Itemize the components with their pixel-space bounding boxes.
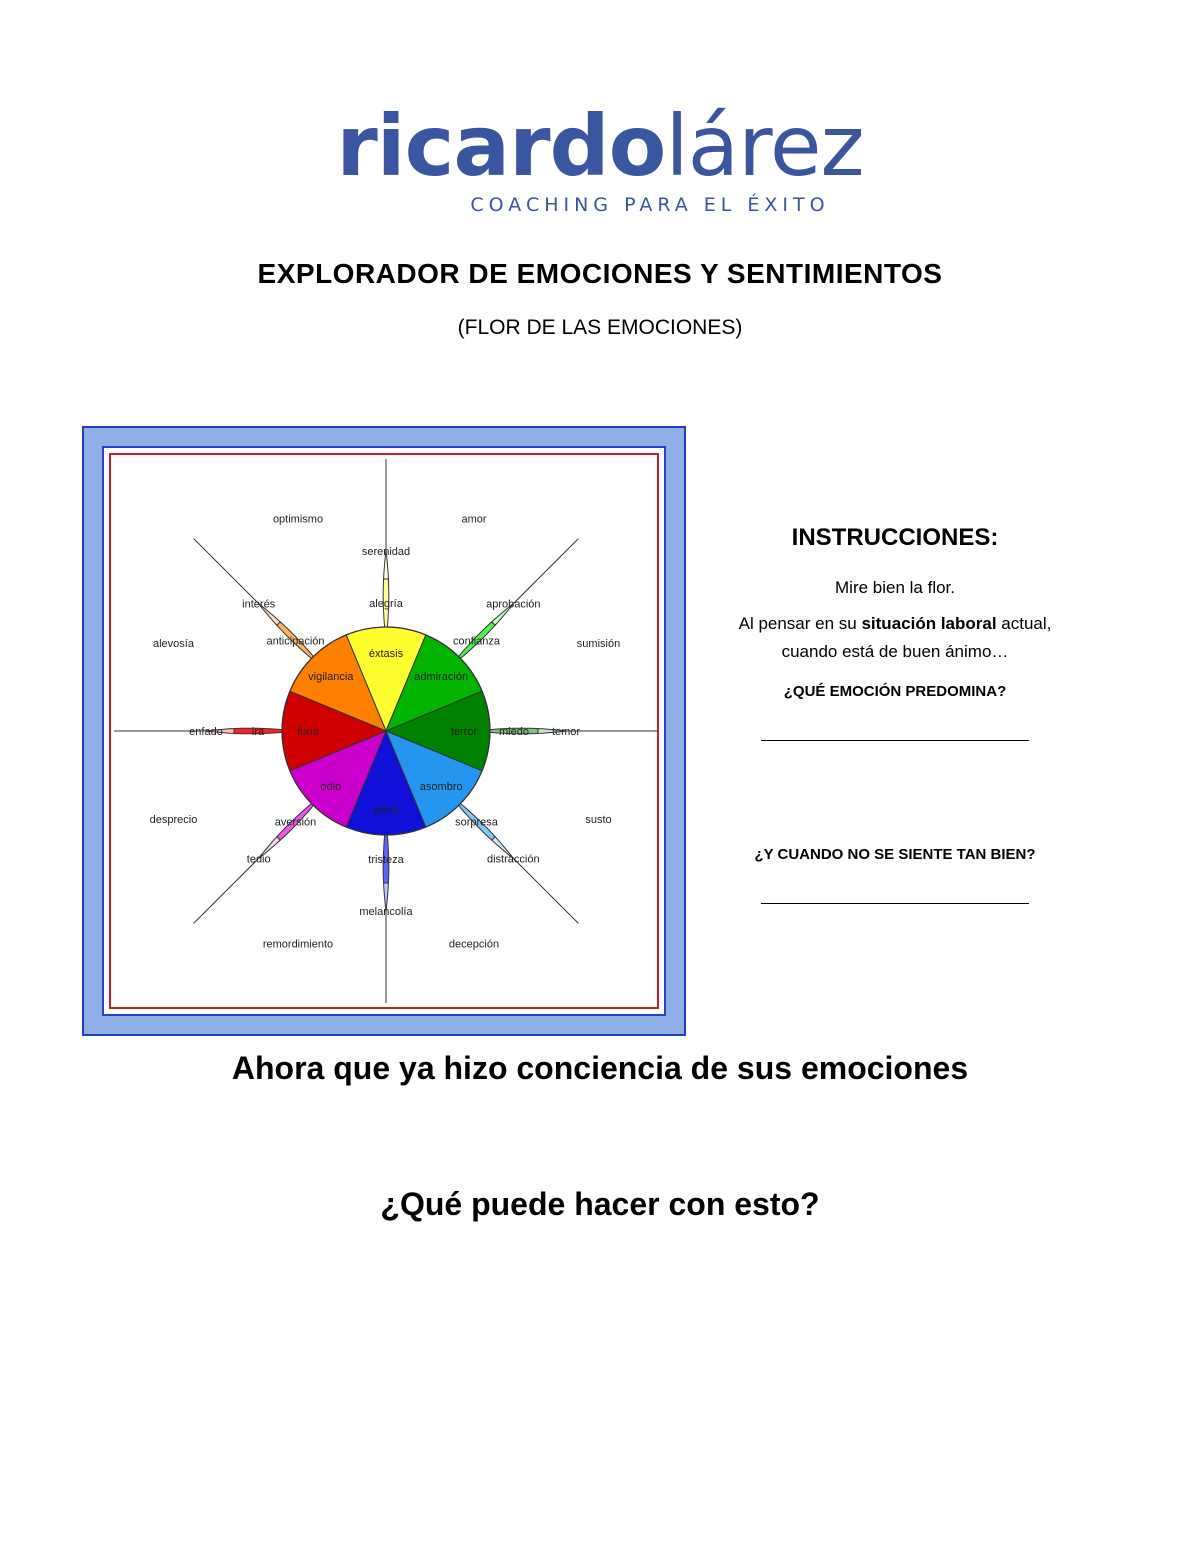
dyad-label: alevosía: [153, 638, 195, 650]
dyad-label: susto: [585, 814, 611, 826]
petal-segment-enfado: [176, 728, 235, 734]
dyad-label: decepción: [449, 939, 499, 951]
petal-label: furia: [297, 726, 319, 738]
instructions-line-1: Mire bien la flor.: [835, 578, 955, 597]
petal-label: serenidad: [362, 546, 410, 558]
petal-segment-aprobación: [491, 582, 535, 626]
answer-line-2[interactable]: [761, 903, 1029, 904]
petal-segment-interés: [237, 582, 281, 626]
petal-label: confianza: [453, 636, 501, 648]
petal-segment-distracción: [491, 836, 535, 880]
petal-label: distracción: [487, 853, 540, 865]
instructions-line-3: cuando está de buen ánimo…: [781, 642, 1009, 661]
heading-question: ¿Qué puede hacer con esto?: [380, 1186, 820, 1222]
dyad-label: amor: [461, 514, 486, 526]
petal-label: odio: [320, 781, 341, 793]
petal-segment-undefined: [193, 879, 238, 924]
petal-label: pena: [374, 804, 399, 816]
petal-label: melancolía: [359, 906, 413, 918]
instructions-panel: INSTRUCCIONES: Mire bien la flor. Al pen…: [700, 524, 1090, 904]
petal-label: enfado: [189, 726, 223, 738]
petal-label: éxtasis: [369, 648, 404, 660]
petal-label: asombro: [420, 781, 463, 793]
dyad-label: optimismo: [273, 514, 323, 526]
petal-label: tedio: [247, 853, 271, 865]
petal-label: aprobación: [486, 599, 540, 611]
dyad-label: desprecio: [150, 814, 198, 826]
instructions-line-2-bold: situación laboral: [861, 614, 997, 633]
petal-alegría: [345, 459, 427, 733]
instructions-line-2-post: actual,: [996, 614, 1052, 633]
petal-label: admiración: [414, 671, 468, 683]
answer-line-1[interactable]: [761, 740, 1029, 741]
petal-label: ira: [252, 726, 265, 738]
petal-label: interés: [242, 599, 276, 611]
petal-label: sorpresa: [455, 817, 499, 829]
logo-part1: ricardo: [336, 97, 666, 195]
dyad-label: sumisión: [577, 638, 620, 650]
flower-frame: éxtasis alegría serenidad admiración confian…: [82, 426, 686, 1036]
petal-label: temor: [552, 726, 580, 738]
petal-label: vigilancia: [308, 671, 354, 683]
petal-aversión: [193, 730, 387, 924]
petal-segment-serenidad: [383, 521, 389, 580]
instructions-line-2-pre: Al pensar en su: [738, 614, 862, 633]
petal-segment-undefined: [534, 538, 579, 583]
brand-logo: ricardolárez COACHING PARA EL ÉXITO: [0, 100, 1200, 216]
question-1: ¿QUÉ EMOCIÓN PREDOMINA?: [783, 683, 1007, 700]
petal-segment-tedio: [237, 836, 281, 880]
petal-label: tristeza: [368, 854, 404, 866]
instructions-line-2: Al pensar en su situación laboral actual…: [700, 610, 1090, 638]
petal-label: anticipación: [266, 636, 324, 648]
page-title: EXPLORADOR DE EMOCIONES Y SENTIMIENTOS: [257, 258, 943, 289]
logo-tagline: COACHING PARA EL ÉXITO: [470, 194, 830, 216]
heading-awareness: Ahora que ya hizo conciencia de sus emoc…: [231, 1050, 969, 1086]
petal-label: aversión: [275, 817, 317, 829]
page-subtitle: (FLOR DE LAS EMOCIONES): [457, 316, 743, 339]
petal-label: terror: [451, 726, 478, 738]
petal-segment-temor: [537, 728, 596, 734]
petal-segment-undefined: [534, 879, 579, 924]
petal-segment-undefined: [193, 538, 238, 583]
dyad-label: remordimiento: [263, 939, 333, 951]
petal-label: alegría: [369, 598, 404, 610]
logo-part2: lárez: [665, 97, 864, 195]
logo-wordmark: ricardolárez: [0, 100, 1200, 192]
petal-label: miedo: [499, 726, 529, 738]
inner-ring: [281, 626, 491, 836]
question-2: ¿Y CUANDO NO SE SIENTE TAN BIEN?: [754, 846, 1036, 863]
emotion-flower: éxtasis alegría serenidad admiración confian…: [114, 459, 658, 1003]
instructions-title: INSTRUCCIONES:: [791, 524, 999, 551]
petal-segment-melancolía: [383, 882, 389, 941]
